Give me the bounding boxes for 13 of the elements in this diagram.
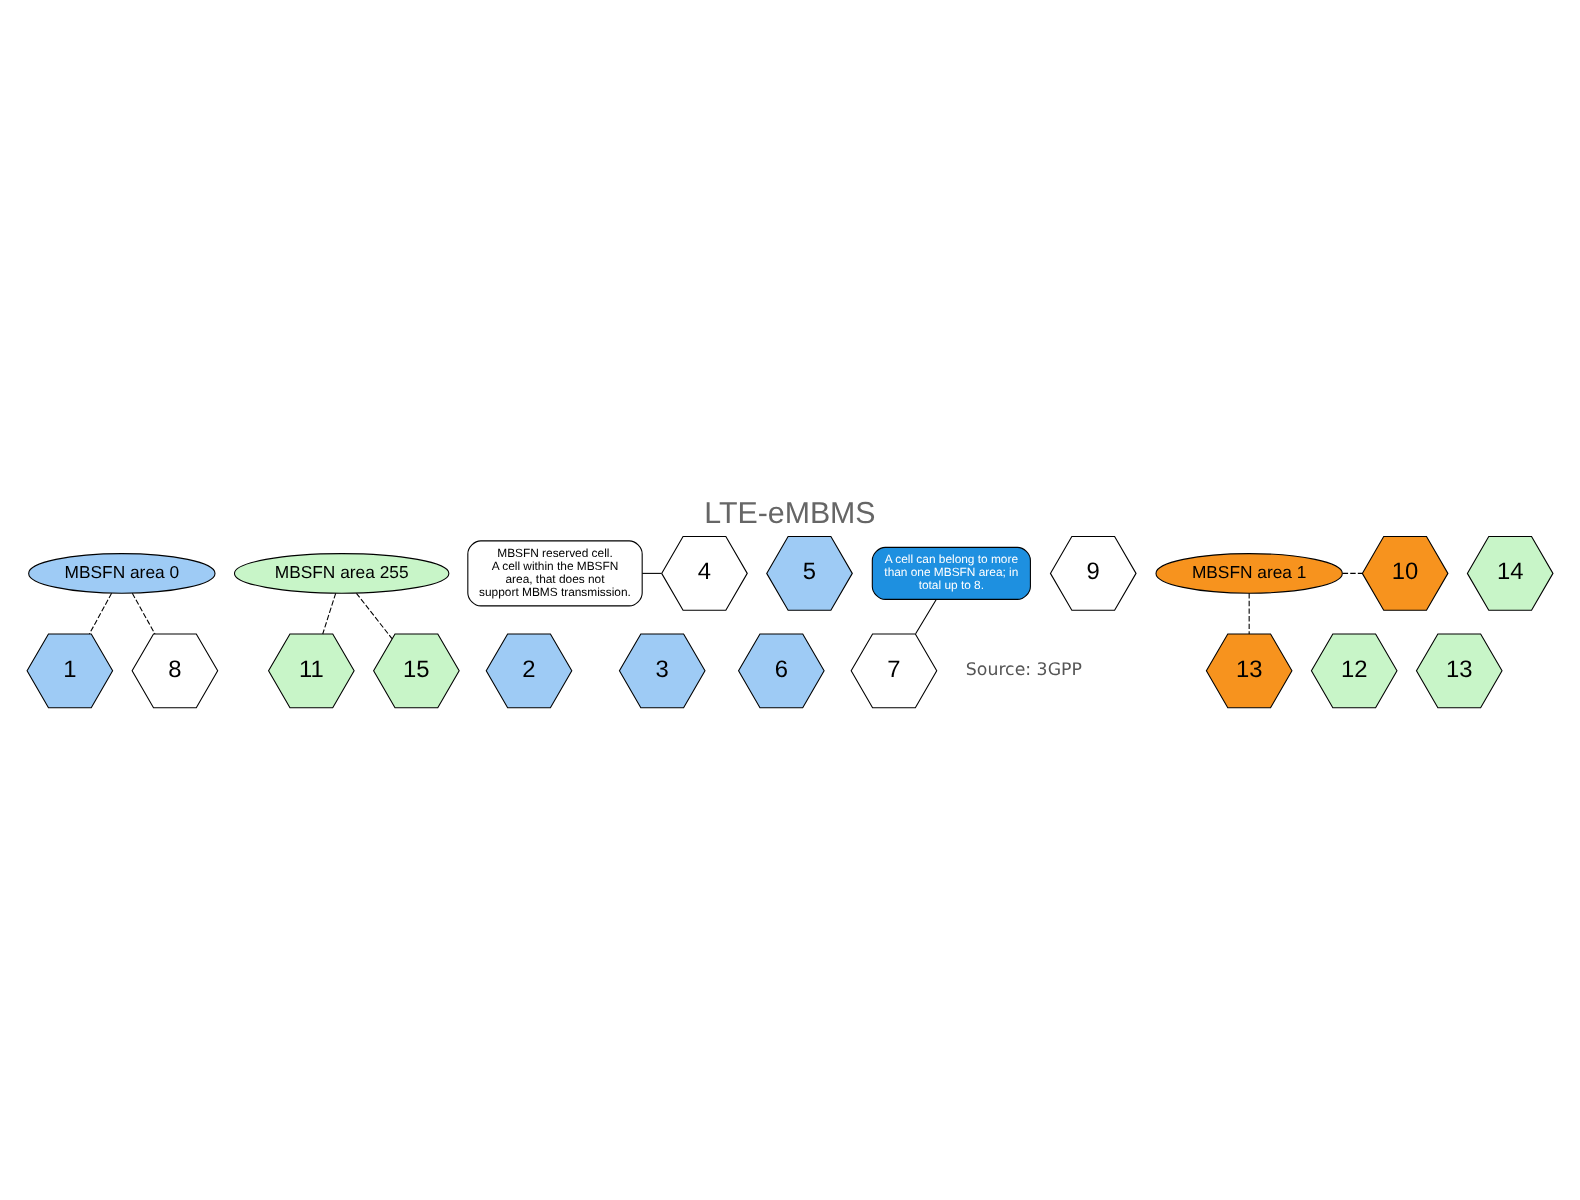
- connector: [322, 591, 337, 634]
- connector: [88, 591, 113, 634]
- connector: [915, 597, 937, 634]
- connector: [355, 591, 393, 639]
- connector: [131, 591, 156, 634]
- node-ellipse: MBSFN area 255: [233, 552, 450, 593]
- diagram-title: LTE-eMBMS: [704, 495, 876, 530]
- connector: [641, 571, 662, 573]
- connector: [1342, 571, 1363, 573]
- label: Source: 3GPP: [965, 659, 1082, 680]
- node-ellipse: MBSFN area 0: [28, 552, 216, 593]
- connector: [1248, 591, 1250, 634]
- node-ellipse: MBSFN area 1: [1155, 552, 1343, 593]
